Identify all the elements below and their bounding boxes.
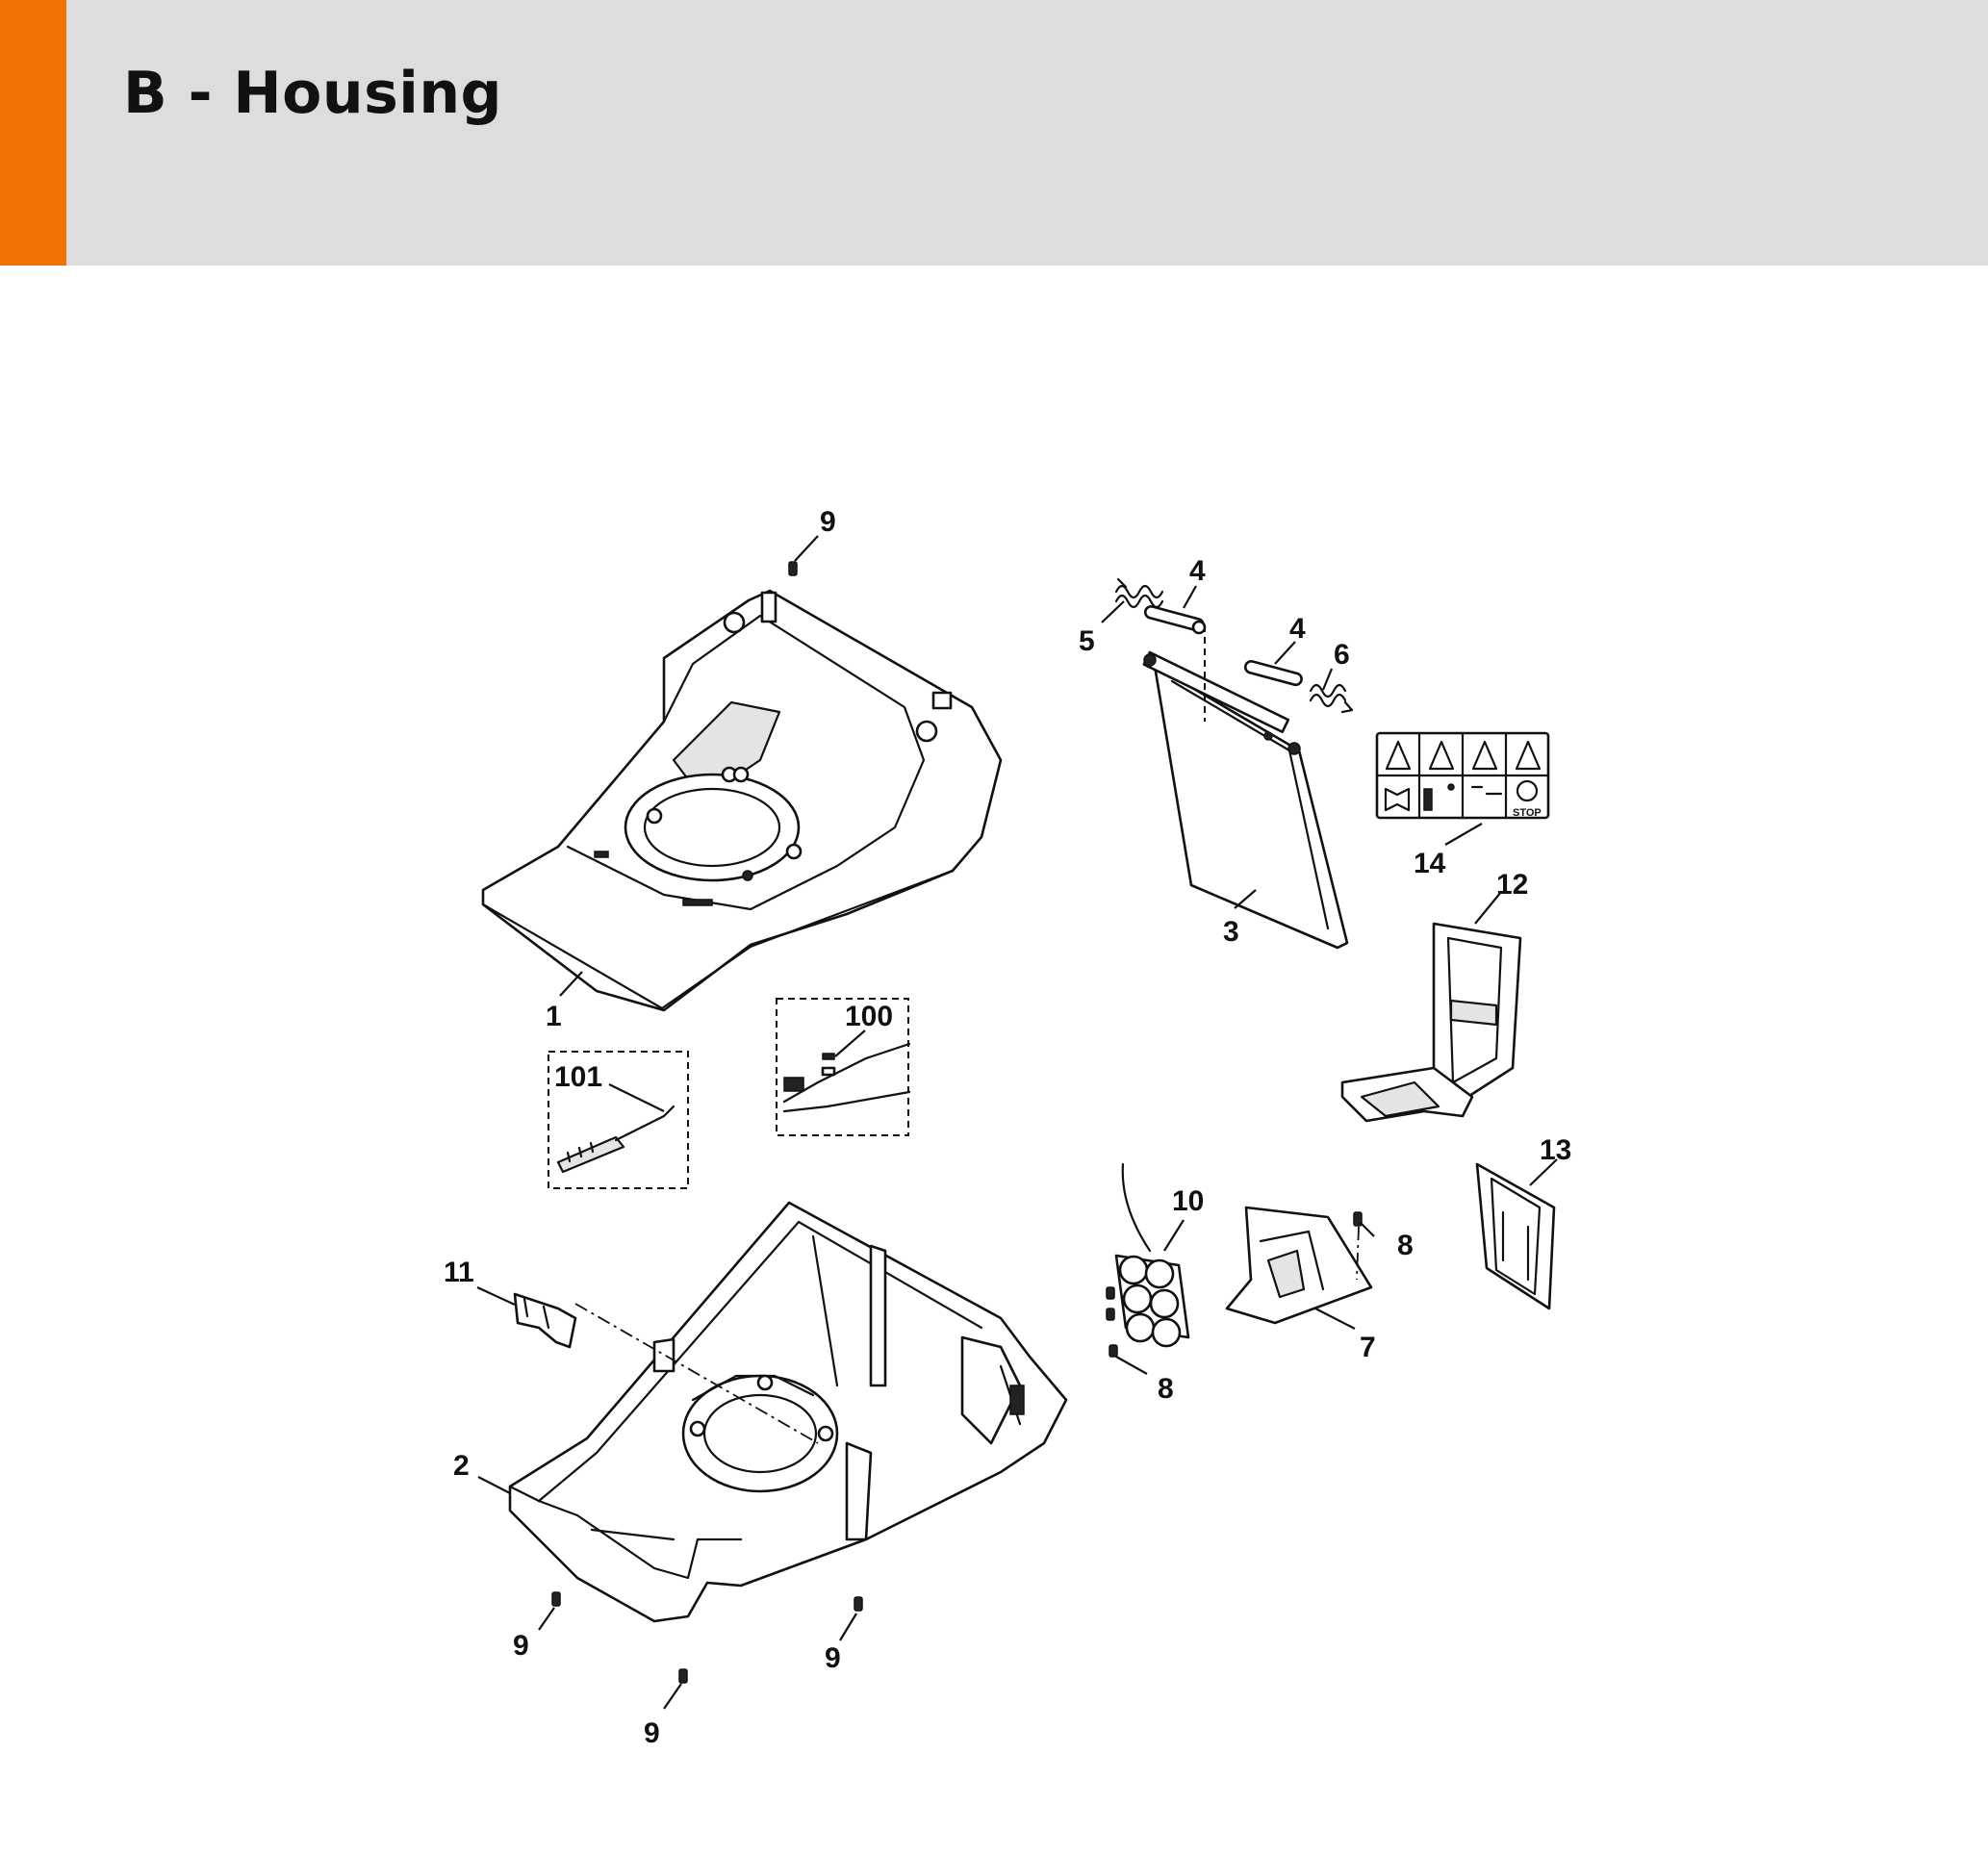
callout-7: 7 xyxy=(1360,1332,1376,1363)
part-12-chute[interactable] xyxy=(1340,922,1522,1123)
callout-9-top: 9 xyxy=(820,506,836,538)
callout-9-right: 9 xyxy=(825,1642,841,1674)
callout-2: 2 xyxy=(453,1450,470,1482)
callout-10: 10 xyxy=(1172,1185,1204,1217)
callout-11: 11 xyxy=(444,1257,474,1288)
callout-8-lower: 8 xyxy=(1158,1373,1174,1405)
callout-4-lower: 4 xyxy=(1289,613,1306,645)
part-4-pin-b[interactable] xyxy=(1243,660,1303,687)
callout-1: 1 xyxy=(546,1001,562,1032)
page-header: B - Housing xyxy=(0,0,1988,266)
leader-lines xyxy=(476,535,1558,1710)
part-100-detail[interactable] xyxy=(776,998,911,1136)
part-101-detail[interactable] xyxy=(548,1051,689,1189)
part-2-housing-deck[interactable] xyxy=(508,1201,1068,1623)
screw-9-left[interactable] xyxy=(551,1591,561,1607)
screw-8-lower[interactable] xyxy=(1106,1286,1118,1358)
alignment-line-latch xyxy=(574,1303,819,1444)
screw-9-top[interactable] xyxy=(788,561,798,576)
callout-12: 12 xyxy=(1496,869,1528,901)
part-1-housing-cover[interactable] xyxy=(481,589,1003,1012)
screw-9-bottom[interactable] xyxy=(678,1668,688,1684)
part-4-pin-a[interactable] xyxy=(1143,605,1207,635)
part-14-warning-label[interactable]: STOP xyxy=(1375,731,1550,820)
part-13-rear-plate[interactable] xyxy=(1475,1162,1556,1310)
part-6-torsion-spring[interactable] xyxy=(1309,683,1354,714)
part-10-switch-box[interactable] xyxy=(1114,1162,1190,1348)
callout-6: 6 xyxy=(1334,639,1350,671)
callout-9-left: 9 xyxy=(513,1630,529,1662)
callout-9-bottom: 9 xyxy=(644,1717,660,1749)
callout-4-upper: 4 xyxy=(1189,555,1206,587)
part-7-guide[interactable] xyxy=(1225,1206,1373,1325)
screw-9-right[interactable] xyxy=(854,1596,863,1612)
alignment-line-screw-8 xyxy=(1356,1226,1360,1281)
callout-14: 14 xyxy=(1414,848,1446,879)
callout-101: 101 xyxy=(554,1061,602,1093)
part-11-latch[interactable] xyxy=(513,1292,577,1349)
warning-label-stop-text: STOP xyxy=(1513,807,1542,819)
callout-13: 13 xyxy=(1540,1134,1571,1166)
callout-3: 3 xyxy=(1223,916,1239,948)
callout-5: 5 xyxy=(1079,625,1095,657)
page-title: B - Housing xyxy=(123,60,503,127)
callout-8-upper: 8 xyxy=(1397,1230,1414,1261)
part-5-torsion-spring[interactable] xyxy=(1114,577,1164,609)
callout-100: 100 xyxy=(845,1001,893,1032)
part-3-flap[interactable] xyxy=(1142,625,1349,950)
header-accent-bar xyxy=(0,0,66,266)
